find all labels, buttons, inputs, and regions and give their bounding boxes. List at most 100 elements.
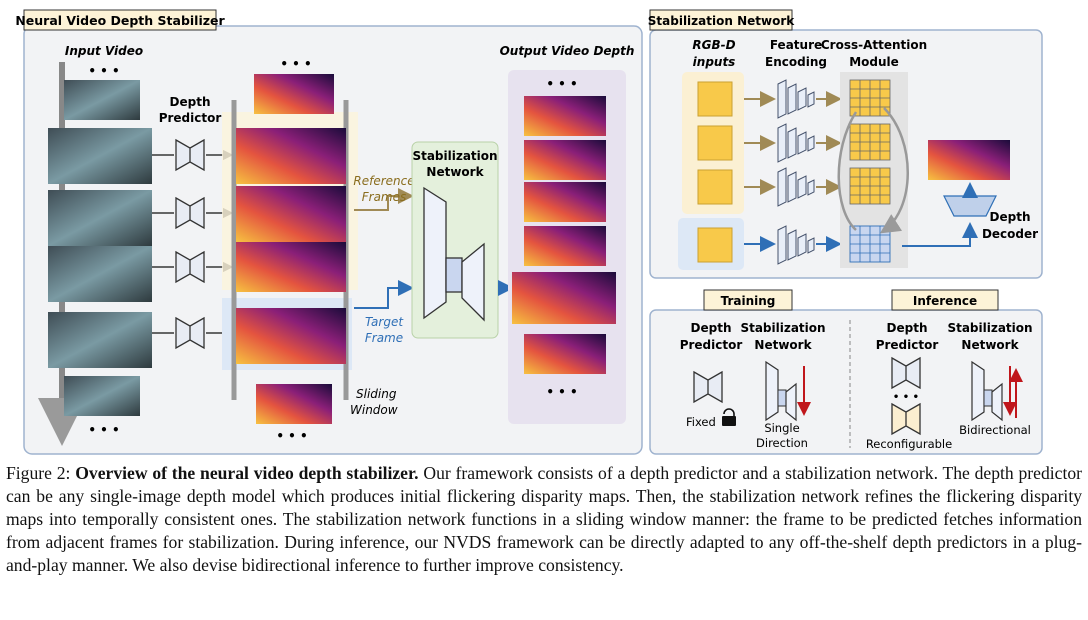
stab-net-label-2: Network	[426, 165, 484, 179]
output-bottom-ellipsis: • • •	[546, 385, 577, 399]
depth-predictor-icon-2	[175, 196, 205, 230]
training-title-box	[703, 289, 793, 311]
rgbd-label-1: RGB-D	[692, 38, 735, 52]
depth-frame-top	[254, 74, 334, 114]
output-frame-3	[524, 182, 606, 222]
feature-label-1: Feature	[770, 38, 822, 52]
inference-title: Inference	[913, 294, 977, 308]
single-direction-label-2: Direction	[756, 436, 808, 450]
reference-arrow	[354, 188, 414, 211]
rgbd-input-2	[697, 125, 733, 161]
cross-attn-label-2: Module	[849, 55, 899, 69]
infer-ellipsis: • • •	[893, 392, 919, 403]
nvds-panel: Neural Video Depth Stabilizer Input Vide…	[15, 9, 643, 455]
input-top-ellipsis: • • •	[88, 64, 119, 78]
caption-body: Our framework consists of a depth predic…	[6, 463, 1083, 575]
caption-prefix: Figure 2:	[6, 463, 76, 483]
reference-label-1: Reference	[353, 174, 414, 188]
stab-panel-title-box	[649, 9, 793, 31]
feature-label-2: Encoding	[765, 55, 827, 69]
bidirectional-label: Bidirectional	[959, 423, 1031, 437]
attention-grid-1	[849, 79, 891, 117]
depth-predictor-icon-3	[175, 250, 205, 284]
input-video-label: Input Video	[65, 44, 143, 58]
train-dp-label-1: Depth	[691, 321, 732, 335]
output-frame-4	[524, 226, 606, 266]
train-sn-label-2: Network	[754, 338, 812, 352]
output-frame-5	[524, 334, 606, 374]
input-frame-4	[48, 312, 152, 368]
target-label-1: Target	[365, 315, 404, 329]
depth-frame-bottom	[256, 384, 332, 424]
fixed-label: Fixed	[686, 415, 716, 429]
input-frame-top	[64, 80, 140, 120]
infer-sn-label-1: Stabilization	[947, 321, 1032, 335]
depth-predictor-icon-1	[175, 138, 205, 172]
infer-stab-net-icon	[971, 360, 1003, 422]
attention-curve-left	[837, 111, 858, 231]
depth-frame-2	[236, 186, 346, 242]
infer-dp-label-1: Depth	[887, 321, 928, 335]
input-frame-bottom	[64, 376, 140, 416]
depth-predictor-label-2: Predictor	[159, 111, 222, 125]
infer-depth-predictor-icon-2	[891, 402, 921, 436]
training-inference-panel: Training Inference Depth Predictor Stabi…	[649, 289, 1043, 455]
infer-dp-label-2: Predictor	[876, 338, 939, 352]
rgbd-input-target	[697, 227, 733, 263]
nvds-title: Neural Video Depth Stabilizer	[15, 13, 225, 28]
stab-net-hourglass-icon	[423, 186, 485, 322]
cross-attn-label-1: Cross-Attention	[821, 38, 927, 52]
input-frame-2	[48, 190, 152, 246]
caption-bold: Overview of the neural video depth stabi…	[75, 463, 419, 483]
rgbd-label-2: inputs	[693, 55, 736, 69]
sliding-window-label-2: Window	[350, 403, 398, 417]
stabilization-network-panel: Stabilization Network RGB-D inputs Featu…	[648, 9, 1043, 279]
single-direction-label-1: Single	[764, 421, 799, 435]
rgbd-input-1	[697, 81, 733, 117]
depth-frame-1	[236, 128, 346, 184]
train-depth-predictor-icon	[693, 370, 723, 404]
feature-encoder-icon-3	[777, 167, 815, 207]
input-frame-1	[48, 128, 152, 184]
decoder-label-1: Depth	[990, 210, 1031, 224]
stab-panel-title: Stabilization Network	[648, 14, 795, 28]
lock-icon	[722, 408, 736, 426]
input-bottom-ellipsis: • • •	[88, 423, 119, 437]
decoder-label-2: Decoder	[982, 227, 1038, 241]
figure-canvas: Neural Video Depth Stabilizer Input Vide…	[15, 9, 1043, 455]
feature-encoder-icon-1	[777, 79, 815, 119]
decoder-arrow	[902, 222, 978, 247]
rgbd-input-3	[697, 169, 733, 205]
train-dp-label-2: Predictor	[680, 338, 743, 352]
target-arrow	[354, 280, 414, 309]
attention-grid-3	[849, 167, 891, 205]
sliding-window-label-1: Sliding	[356, 387, 397, 401]
figure-caption: Figure 2: Overview of the neural video d…	[6, 462, 1082, 577]
output-frame-1	[524, 96, 606, 136]
depth-predictor-label-1: Depth	[170, 95, 211, 109]
output-frame-2	[524, 140, 606, 180]
output-frame-target	[512, 272, 616, 324]
output-video-label: Output Video Depth	[500, 44, 635, 58]
training-title: Training	[721, 294, 776, 308]
target-label-2: Frame	[365, 331, 403, 345]
depth-predictor-icon-4	[175, 316, 205, 350]
depth-top-ellipsis: • • •	[280, 57, 311, 71]
attention-grid-target	[849, 225, 891, 263]
feature-encoder-icon-2	[777, 123, 815, 163]
input-frame-3	[48, 246, 152, 302]
feature-encoder-icon-target	[777, 225, 815, 265]
nvds-title-box	[23, 9, 217, 31]
stab-net-label-1: Stabilization	[412, 149, 497, 163]
infer-sn-label-2: Network	[961, 338, 1019, 352]
depth-decoder-icon	[943, 195, 997, 217]
inference-title-box	[891, 289, 999, 311]
depth-bottom-ellipsis: • • •	[276, 429, 307, 443]
output-top-ellipsis: • • •	[546, 77, 577, 91]
decoded-depth-frame	[928, 140, 1010, 180]
train-sn-label-1: Stabilization	[740, 321, 825, 335]
train-stab-net-icon	[765, 360, 797, 422]
attention-grid-2	[849, 123, 891, 161]
depth-frame-4	[236, 308, 346, 364]
attention-curve-arrow	[879, 107, 909, 234]
